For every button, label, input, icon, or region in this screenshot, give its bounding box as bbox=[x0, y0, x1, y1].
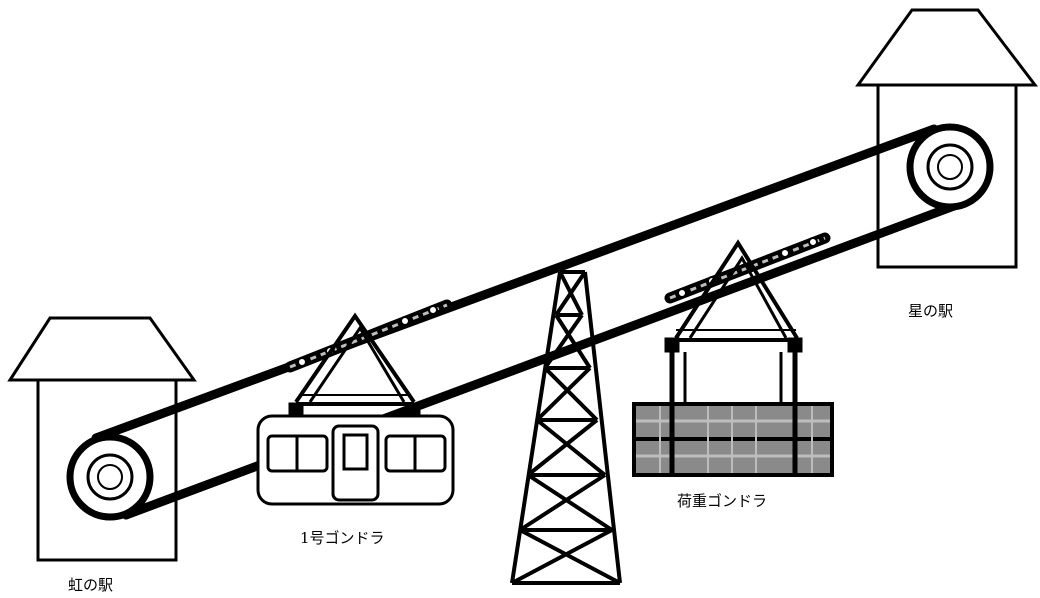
upper-rope bbox=[91, 124, 939, 443]
station-left-label: 虹の駅 bbox=[68, 576, 113, 594]
gondola-cargo bbox=[632, 232, 834, 477]
gondola-cargo-label: 荷重ゴンドラ bbox=[677, 492, 767, 510]
pulley-left bbox=[66, 433, 154, 521]
pulley-right bbox=[906, 123, 994, 211]
station-left-roof bbox=[7, 316, 197, 382]
gondola-passenger-label: 1号ゴンドラ bbox=[300, 529, 385, 547]
station-right-roof bbox=[855, 8, 1039, 87]
gondola-passenger bbox=[256, 299, 455, 506]
lattice-tower bbox=[510, 270, 622, 585]
lower-rope bbox=[121, 198, 967, 520]
station-right-label: 星の駅 bbox=[908, 302, 953, 320]
